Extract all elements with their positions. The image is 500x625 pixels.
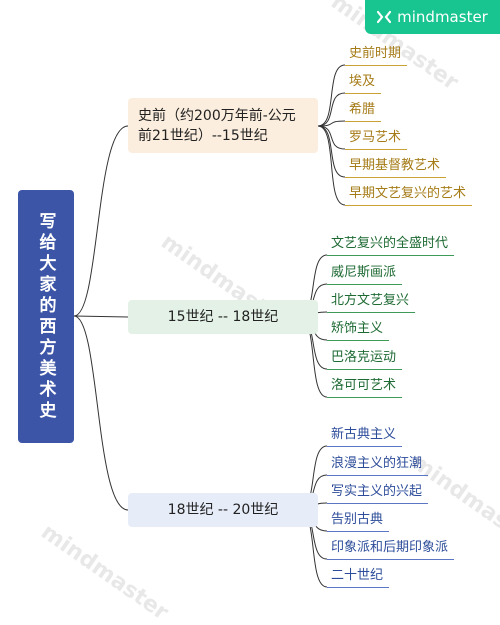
- leaf-topic[interactable]: 文艺复兴的全盛时代: [327, 234, 455, 256]
- root-topic-label: 写给大家的西方美术史: [35, 211, 56, 422]
- leaf-topic[interactable]: 矫饰主义: [327, 319, 390, 341]
- leaf-topic[interactable]: 印象派和后期印象派: [327, 538, 455, 560]
- branch-topic-18-20-century[interactable]: 18世纪 -- 20世纪: [128, 493, 318, 527]
- leaf-topic[interactable]: 威尼斯画派: [327, 263, 403, 285]
- branch-label: 15世纪 -- 18世纪: [167, 309, 279, 325]
- leaf-topic[interactable]: 巴洛克运动: [327, 348, 403, 370]
- branch-label: 史前（约200万年前-公元前21世纪）--15世纪: [138, 107, 296, 144]
- connector-b0-l4: [317, 125, 346, 178]
- connector-b0-l1: [317, 92, 346, 127]
- connector-root-b1: [73, 315, 129, 318]
- leaf-topic[interactable]: 浪漫主义的狂潮: [327, 454, 429, 476]
- leaf-topic[interactable]: 洛可可艺术: [327, 376, 403, 398]
- branch-topic-15-18-century[interactable]: 15世纪 -- 18世纪: [128, 300, 318, 334]
- leaf-topic[interactable]: 希腊: [345, 100, 382, 122]
- leaf-topic[interactable]: 埃及: [345, 72, 382, 94]
- connector-b0-l5: [317, 125, 346, 206]
- connector-root-b0: [73, 125, 129, 317]
- connector-b0-l0: [317, 64, 346, 127]
- mindmaster-logo-icon: [377, 10, 392, 24]
- branch-topic-prehistory[interactable]: 史前（约200万年前-公元前21世纪）--15世纪: [128, 98, 318, 153]
- brand-label: mindmaster: [397, 8, 488, 26]
- leaf-topic[interactable]: 新古典主义: [327, 425, 403, 447]
- connector-b0-l2: [317, 120, 346, 127]
- mindmaster-brand-badge: mindmaster: [365, 0, 500, 34]
- leaf-topic[interactable]: 早期文艺复兴的艺术: [345, 184, 473, 206]
- leaf-topic[interactable]: 二十世纪: [327, 566, 390, 588]
- leaf-topic[interactable]: 史前时期: [345, 44, 408, 66]
- leaf-topic[interactable]: 写实主义的兴起: [327, 482, 429, 504]
- connector-root-b2: [73, 315, 129, 511]
- connector-b0-l3: [317, 125, 346, 150]
- root-topic[interactable]: 写给大家的西方美术史: [18, 190, 74, 443]
- leaf-topic[interactable]: 早期基督教艺术: [345, 156, 447, 178]
- leaf-topic[interactable]: 罗马艺术: [345, 128, 408, 150]
- branch-label: 18世纪 -- 20世纪: [167, 502, 279, 518]
- leaf-topic[interactable]: 北方文艺复兴: [327, 291, 416, 313]
- leaf-topic[interactable]: 告别古典: [327, 510, 390, 532]
